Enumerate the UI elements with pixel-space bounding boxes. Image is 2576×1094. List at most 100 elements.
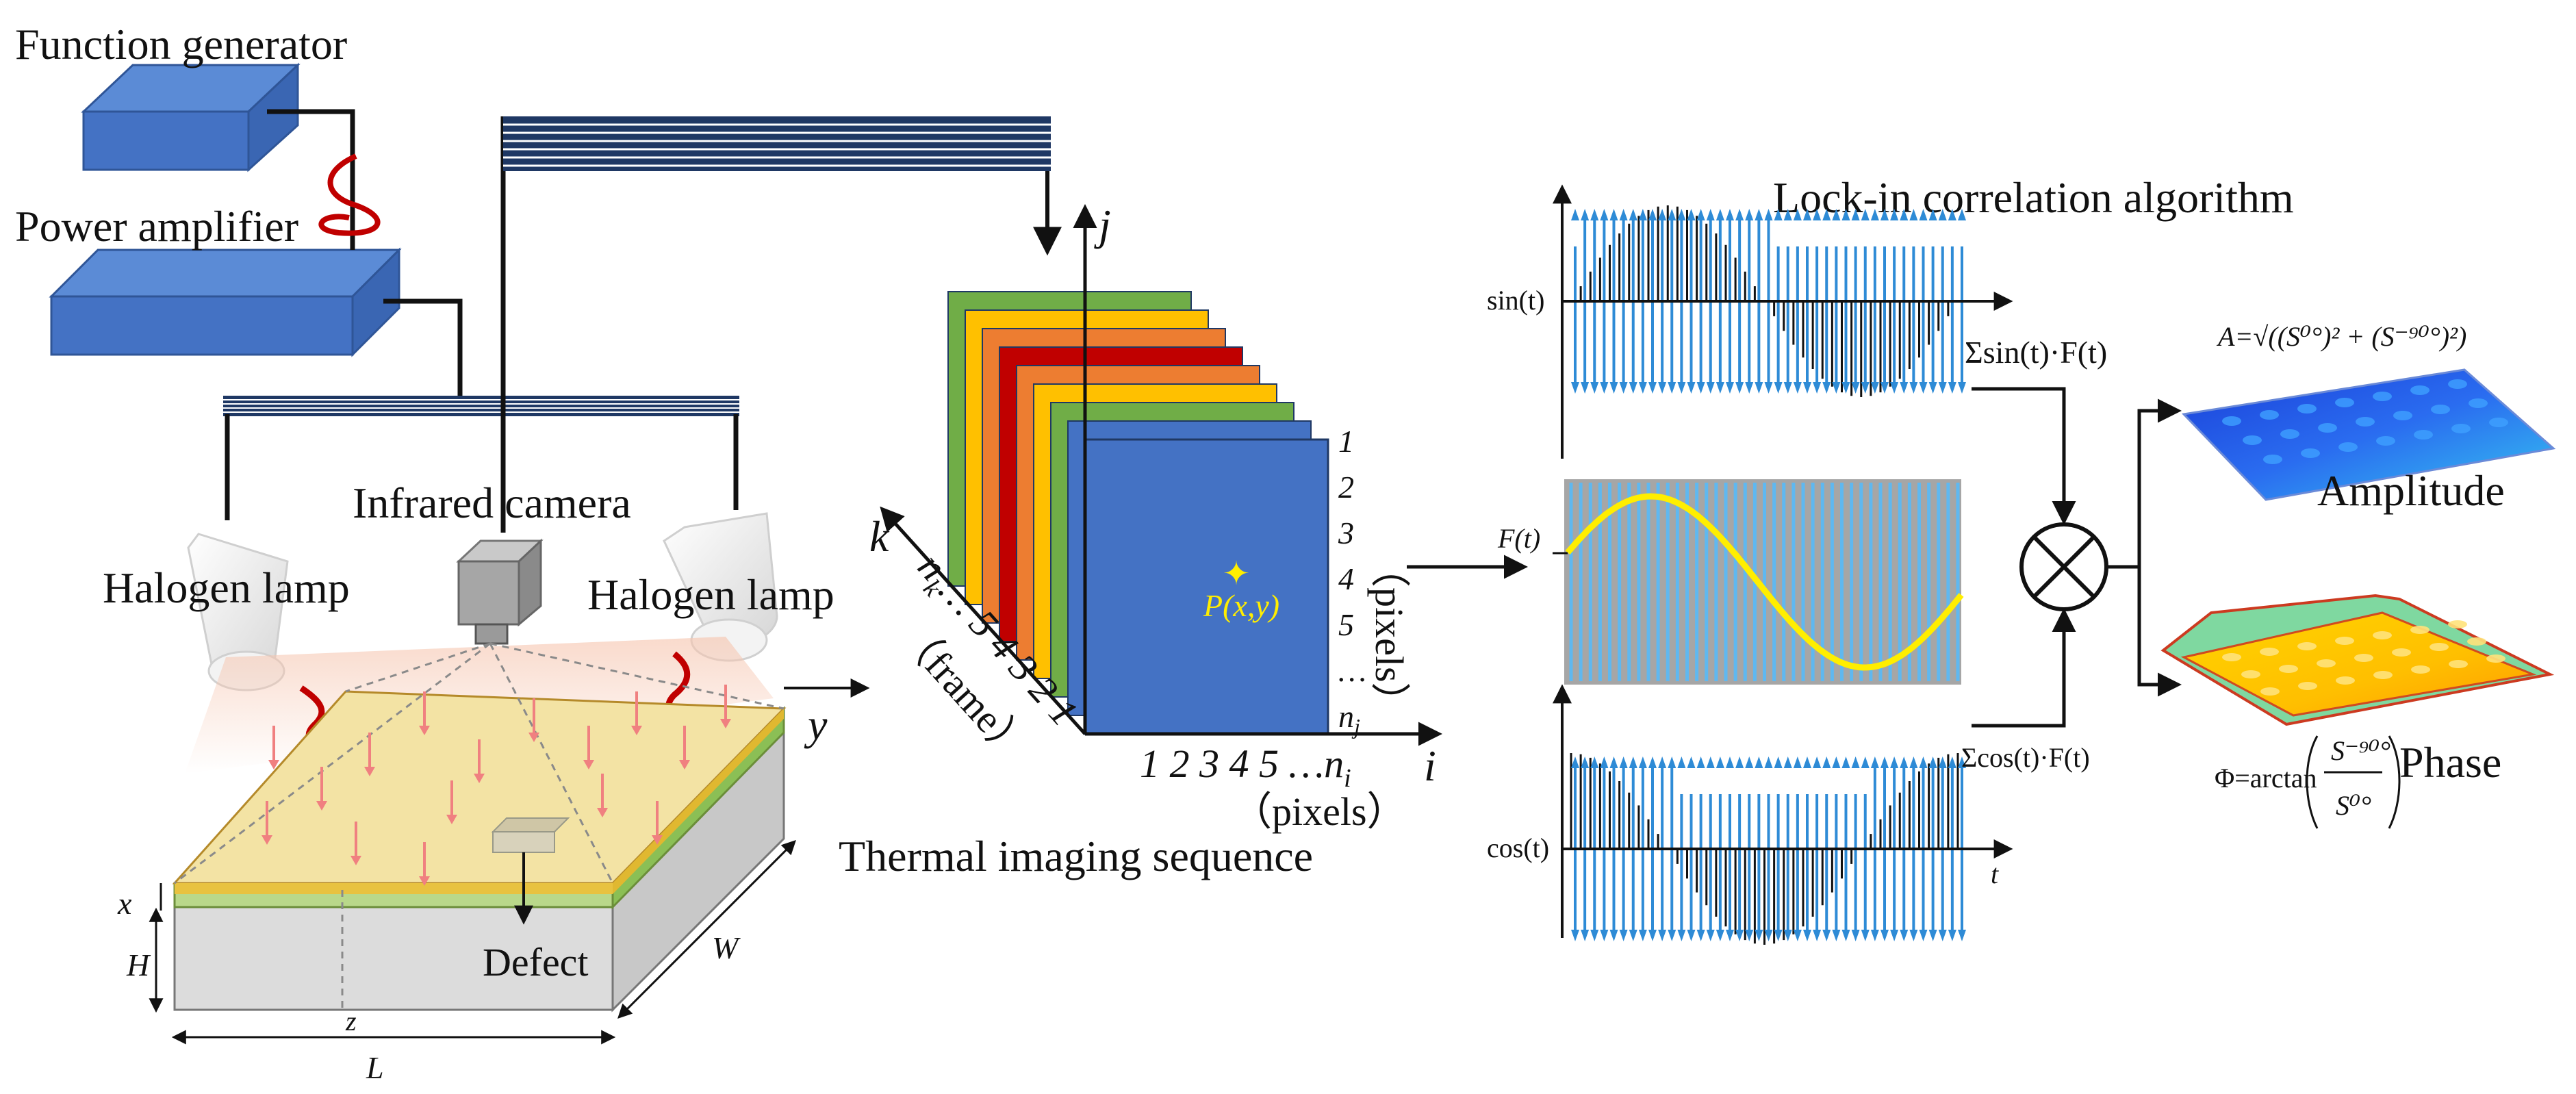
front-frame — [1084, 438, 1329, 735]
phase-spot — [2486, 654, 2505, 663]
cos-label: cos(t) — [1487, 832, 1549, 863]
signal-arrowhead — [1900, 930, 1909, 941]
signal-arrowhead — [1677, 209, 1686, 220]
phase-spot — [2449, 660, 2468, 668]
signal-arrowhead — [1706, 756, 1715, 768]
signal-arrowhead — [1687, 382, 1696, 394]
heat-arrowhead — [364, 767, 375, 776]
f-panel-marks — [1569, 483, 1960, 681]
signal-arrowhead — [1938, 209, 1947, 220]
heat-arrowhead — [262, 835, 272, 845]
signal-arrowhead — [1571, 930, 1579, 941]
axis-j-label: j — [1094, 201, 1111, 249]
signal-arrowhead — [1948, 756, 1956, 768]
signal-arrowhead — [1870, 756, 1879, 768]
phase-map — [2160, 594, 2555, 726]
signal-arrowhead — [1619, 930, 1628, 941]
signal-arrowhead — [1851, 930, 1860, 941]
signal-arrowhead — [1726, 382, 1734, 394]
signal-arrowhead — [1938, 756, 1947, 768]
defect-label: Defect — [483, 940, 589, 984]
signal-arrowhead — [1600, 382, 1609, 394]
signal-arrowhead — [1755, 930, 1763, 941]
signal-arrowhead — [1696, 930, 1705, 941]
signal-arrowhead — [1629, 930, 1637, 941]
signal-arrowhead — [1745, 382, 1754, 394]
phase-spot — [2298, 682, 2317, 690]
signal-arrowhead — [1696, 756, 1705, 768]
amplitude-formula: A=√((S⁰°)² + (S⁻⁹⁰°)²) — [2216, 321, 2466, 352]
phase-formula: Φ=arctan S⁻⁹⁰° S⁰° — [2215, 735, 2401, 829]
amplitude-spot — [2222, 416, 2241, 426]
phase-spot — [2467, 637, 2486, 646]
signal-arrowhead — [1813, 930, 1822, 941]
function-generator-label: Function generator — [15, 20, 347, 68]
signal-arrowhead — [1726, 756, 1734, 768]
signal-arrowhead — [1832, 756, 1841, 768]
signal-arrowhead — [1716, 930, 1724, 941]
signal-arrowhead — [1764, 756, 1773, 768]
heat-arrowhead — [419, 726, 430, 735]
dim-L-label: L — [366, 1050, 384, 1085]
phase-spot — [2373, 671, 2393, 679]
signal-arrowhead — [1590, 930, 1599, 941]
phase-spot — [2448, 620, 2467, 628]
signal-arrowhead — [1803, 756, 1811, 768]
signal-arrowhead — [1900, 756, 1909, 768]
signal-arrowhead — [1861, 382, 1870, 394]
signal-arrowhead — [1948, 209, 1956, 220]
signal-arrowhead — [1735, 756, 1744, 768]
signal-arrowhead — [1870, 930, 1879, 941]
j-tick-label: … — [1338, 653, 1366, 688]
dim-W-label: W — [712, 930, 741, 965]
signal-arrowhead — [1948, 930, 1956, 941]
signal-arrowhead — [1600, 209, 1609, 220]
point-label: P(x,y) — [1203, 588, 1279, 623]
signal-arrowhead — [1755, 209, 1763, 220]
signal-arrowhead — [1668, 209, 1676, 220]
signal-arrowhead — [1774, 930, 1783, 941]
signal-arrowhead — [1629, 756, 1637, 768]
signal-arrowhead — [1841, 930, 1850, 941]
function-generator-device — [81, 62, 301, 173]
axis-i-label: i — [1424, 741, 1436, 790]
signal-arrowhead — [1755, 756, 1763, 768]
heat-arrowhead — [419, 876, 430, 886]
phase-spot — [2411, 665, 2430, 674]
axis-k-label: k — [869, 512, 890, 561]
signal-arrowhead — [1803, 382, 1811, 394]
signal-arrowhead — [1745, 756, 1754, 768]
power-bus — [223, 396, 739, 416]
signal-arrowhead — [1958, 930, 1966, 941]
signal-arrowhead — [1909, 930, 1918, 941]
heat-arrowhead — [474, 774, 485, 783]
signal-arrowhead — [1687, 209, 1696, 220]
amplitude-spot — [2356, 417, 2375, 427]
signal-arrowhead — [1880, 382, 1889, 394]
signal-arrowhead — [1890, 756, 1899, 768]
signal-arrowhead — [1783, 930, 1792, 941]
sin-label: sin(t) — [1487, 285, 1544, 316]
signal-arrowhead — [1900, 382, 1909, 394]
signal-arrowhead — [1668, 382, 1676, 394]
axis-y-label: y — [804, 700, 828, 749]
signal-arrowhead — [1764, 382, 1773, 394]
heat-arrowhead — [316, 801, 327, 811]
amplitude-spot — [2260, 410, 2279, 420]
signal-arrowhead — [1832, 209, 1841, 220]
phase-spot — [2279, 665, 2298, 673]
generator-red-wire — [318, 153, 381, 236]
signal-arrowhead — [1793, 930, 1802, 941]
heat-arrowhead — [528, 733, 539, 742]
heat-arrowhead — [350, 856, 361, 865]
signal-arrowhead — [1648, 382, 1657, 394]
amplitude-spot — [2335, 398, 2354, 407]
signal-arrowhead — [1706, 382, 1715, 394]
amplitude-label: Amplitude — [2317, 466, 2505, 515]
i-tick-labels: 1 2 3 4 5 …ni — [1140, 741, 1351, 793]
signal-arrowhead — [1619, 382, 1628, 394]
signal-arrowhead — [1803, 209, 1811, 220]
signal-arrowhead — [1716, 756, 1724, 768]
amplitude-spot — [2489, 418, 2508, 427]
amplitude-spot — [2448, 379, 2467, 389]
